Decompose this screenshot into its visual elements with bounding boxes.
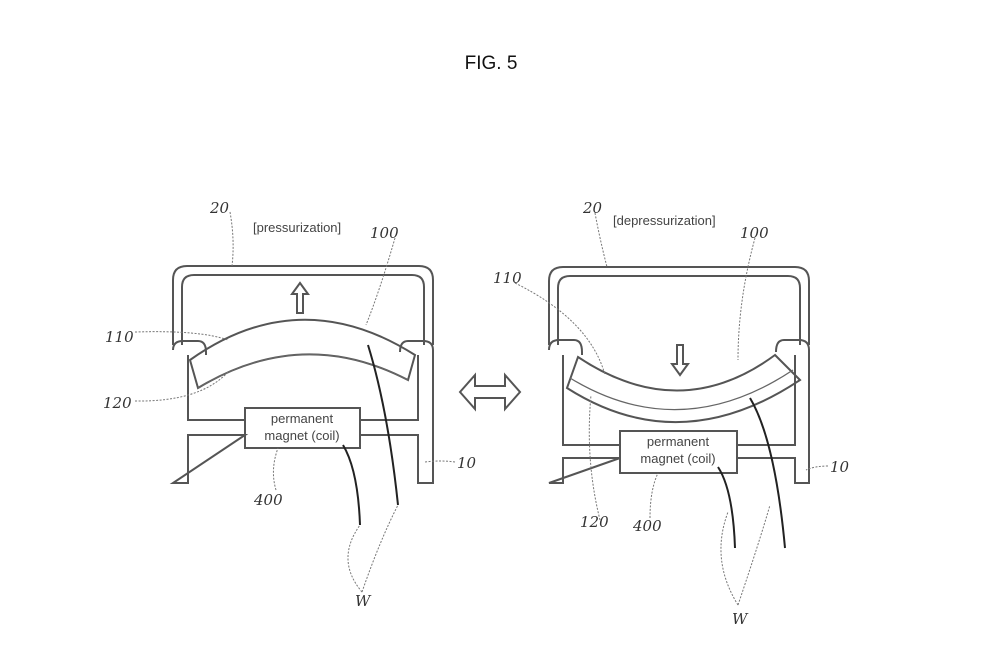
down-arrow-icon <box>670 344 690 377</box>
depressurization-diagram: permanent magnet (coil) 20 [depressuriza… <box>493 199 850 628</box>
magnet-label-line2: magnet (coil) <box>264 428 339 443</box>
membrane-plate-120 <box>197 353 409 389</box>
ref-100: 100 <box>370 224 399 242</box>
ref-100: 100 <box>740 224 769 242</box>
magnet-box-400 <box>619 430 738 474</box>
ref-120: 120 <box>580 513 609 531</box>
ref-20: 20 <box>209 199 230 217</box>
double-arrow-icon <box>458 372 522 412</box>
ref-10: 10 <box>830 458 850 476</box>
figure-title: FIG. 5 <box>465 53 518 74</box>
magnet-box-400 <box>244 407 361 449</box>
up-arrow-icon <box>290 281 310 314</box>
ref-110: 110 <box>105 328 134 346</box>
ref-400: 400 <box>253 491 283 509</box>
frame-10 <box>169 340 434 484</box>
ref-10: 10 <box>457 454 477 472</box>
cover-20 <box>172 265 434 345</box>
magnet-label-line1: permanent <box>271 411 334 426</box>
cover-20 <box>548 266 810 345</box>
magnet-label-line1: permanent <box>647 434 710 449</box>
membrane-plate-120 <box>569 369 794 411</box>
ref-400: 400 <box>632 517 662 535</box>
ref-W: W <box>355 592 372 610</box>
magnet-label-line2: magnet (coil) <box>640 451 715 466</box>
wire <box>717 466 736 549</box>
wire <box>342 444 361 526</box>
state-label: [pressurization] <box>253 220 341 235</box>
wire <box>749 397 786 549</box>
ref-120: 120 <box>103 394 132 412</box>
ref-20: 20 <box>582 199 603 217</box>
state-label: [depressurization] <box>613 213 716 228</box>
frame-10 <box>548 339 810 484</box>
pressurization-diagram: permanent magnet (coil) 20 [pressurizati… <box>103 199 477 610</box>
membrane-plate-110 <box>565 353 802 424</box>
ref-W: W <box>732 610 749 628</box>
ref-110: 110 <box>493 269 522 287</box>
wire <box>367 344 399 506</box>
